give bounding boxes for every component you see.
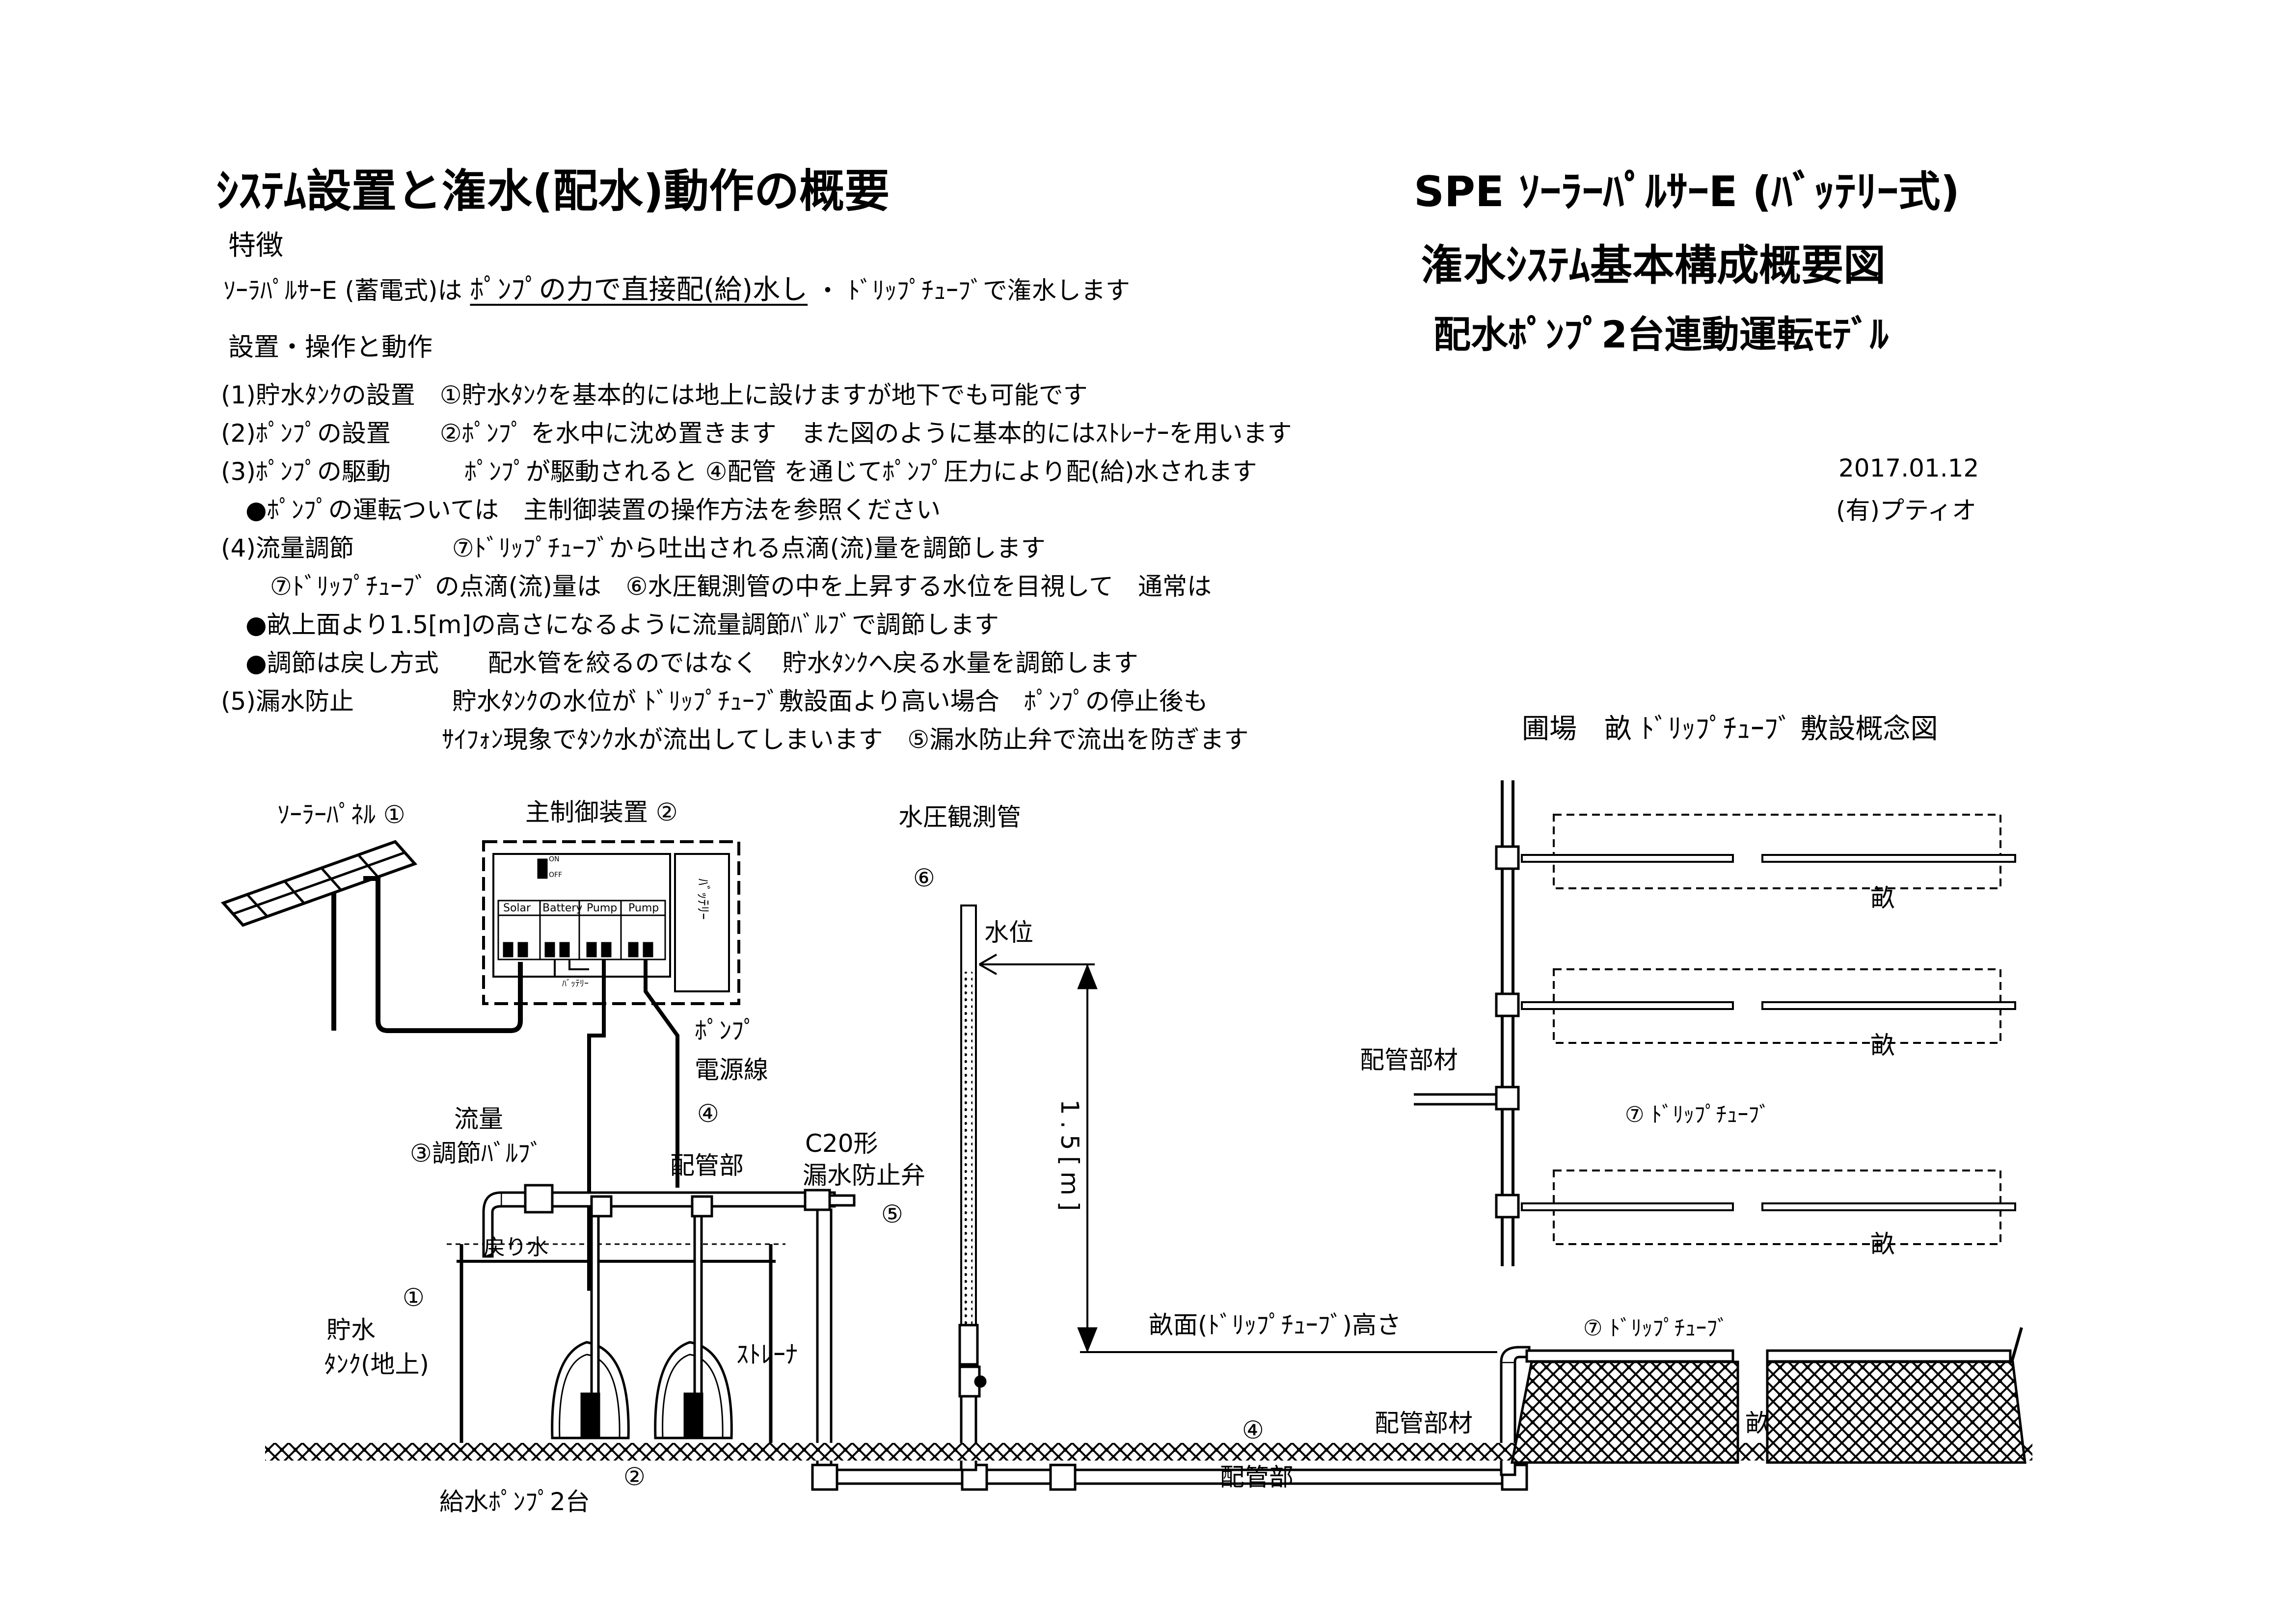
ridge-height-label: 畝面(ﾄﾞﾘｯﾌﾟﾁｭｰﾌﾞ)高さ <box>1149 1311 1402 1339</box>
pump-cable-label-2: 電源線 <box>695 1056 768 1084</box>
page-title: ｼｽﾃﾑ設置と潅水(配水)動作の概要 <box>216 165 890 217</box>
piping-bottom-number: ④ <box>1242 1416 1264 1444</box>
return-water-label: 戻り水 <box>484 1235 548 1260</box>
operation-heading: 設置・操作と動作 <box>228 333 433 362</box>
terminal-label: Pump <box>587 902 618 914</box>
field-ridge-label: 畝 <box>1870 1031 1895 1060</box>
piping-number: ④ <box>697 1099 719 1128</box>
terminal-label: Battery <box>542 902 583 914</box>
operation-line: ●調節は戻し方式 配水管を絞るのではなく 貯水ﾀﾝｸへ戻る水量を調節します <box>221 649 1138 677</box>
check-valve-label: 漏水防止弁 <box>803 1161 925 1190</box>
flow-valve-label: ③調節ﾊﾞﾙﾌﾞ <box>410 1139 542 1168</box>
battery-label: ﾊﾞｯﾃﾘｰ <box>695 878 711 920</box>
operation-line: (2)ﾎﾟﾝﾌﾟの設置 ②ﾎﾟﾝﾌﾟ を水中に沈め置きます また図のように基本的… <box>221 419 1292 448</box>
piping-material-bottom-label: 配管部材 <box>1375 1409 1473 1437</box>
switch-on: ON <box>549 855 560 863</box>
product-title: SPE ｿｰﾗｰﾊﾟﾙｻｰE (ﾊﾞｯﾃﾘｰ式) <box>1414 167 1960 216</box>
features-heading: 特徴 <box>228 230 283 262</box>
check-valve-type: C20形 <box>805 1129 878 1158</box>
water-level-label: 水位 <box>984 918 1033 947</box>
field-ridge-label: 畝 <box>1870 1230 1895 1258</box>
pressure-tube <box>958 905 1497 1471</box>
main-controller <box>482 840 740 1291</box>
operation-line: (1)貯水ﾀﾝｸの設置 ①貯水ﾀﾝｸを基本的には地上に設けますが地下でも可能です <box>221 381 1088 409</box>
field-title: 圃場 畝 ﾄﾞﾘｯﾌﾟﾁｭｰﾌﾞ 敷設概念図 <box>1522 713 1938 745</box>
terminal-battery-label: ﾊﾞｯﾃﾘｰ <box>562 979 589 989</box>
check-valve-number: ⑤ <box>881 1200 903 1228</box>
solar-panel <box>220 840 523 1033</box>
tank-label-1: 貯水 <box>326 1316 376 1344</box>
terminal-label: Solar <box>503 902 531 914</box>
strainer-label: ｽﾄﾚｰﾅ <box>736 1340 798 1369</box>
field-ridge-label: 畝 <box>1870 884 1895 912</box>
operation-line: (4)流量調節 ⑦ﾄﾞﾘｯﾌﾟﾁｭｰﾌﾞから吐出される点滴(流)量を調節します <box>221 534 1046 562</box>
height-label: 1.5[m] <box>1055 1099 1084 1217</box>
pump-with-strainer <box>551 1208 733 1439</box>
drip-tube-side-label: ⑦ ﾄﾞﾘｯﾌﾟﾁｭｰﾌﾞ <box>1583 1316 1729 1341</box>
tank-label-2: ﾀﾝｸ(地上) <box>324 1350 430 1379</box>
pump-cable-label-1: ﾎﾟﾝﾌﾟ <box>695 1016 756 1045</box>
operation-line: ●ﾎﾟﾝﾌﾟの運転ついては 主制御装置の操作方法を参照ください <box>221 496 941 524</box>
pressure-tube-number: ⑥ <box>913 864 935 892</box>
pressure-tube-label: 水圧観測管 <box>898 803 1021 831</box>
ridge-bottom-label: 畝 <box>1745 1409 1770 1437</box>
features-emphasis: ﾎﾟﾝﾌﾟの力で直接配(給)水し <box>470 274 808 306</box>
operation-line: (5)漏水防止 貯水ﾀﾝｸの水位が ﾄﾞﾘｯﾌﾟﾁｭｰﾌﾞ敷設面より高い場合 ﾎ… <box>221 687 1208 716</box>
diagram-title: 潅水ｼｽﾃﾑ基本構成概要図 <box>1421 241 1886 290</box>
model-title: 配水ﾎﾟﾝﾌﾟ2台連動運転ﾓﾃﾞﾙ <box>1433 313 1889 356</box>
solar-panel-label: ｿｰﾗｰﾊﾟﾈﾙ ① <box>277 800 405 829</box>
operation-line: ●畝上面より1.5[m]の高さになるように流量調節ﾊﾞﾙﾌﾞで調節します <box>221 611 999 639</box>
piping-label: 配管部 <box>670 1151 744 1180</box>
date: 2017.01.12 <box>1838 454 1979 482</box>
controller-label: 主制御装置 ② <box>525 798 678 826</box>
field-piping-material-label: 配管部材 <box>1360 1046 1458 1074</box>
piping-bottom-label: 配管部 <box>1220 1463 1294 1491</box>
pump-number: ② <box>623 1463 646 1491</box>
ridge-cross-section <box>1510 1327 2026 1464</box>
features-line: ｿｰﾗﾊﾟﾙｻｰE (蓄電式)は ﾎﾟﾝﾌﾟの力で直接配(給)水し ・ ﾄﾞﾘｯ… <box>223 267 1130 307</box>
pumps-label: 給水ﾎﾟﾝﾌﾟ2台 <box>439 1488 590 1516</box>
features-prefix: ｿｰﾗﾊﾟﾙｻｰE (蓄電式)は <box>223 276 462 305</box>
features-suffix: ・ ﾄﾞﾘｯﾌﾟﾁｭｰﾌﾞで潅水します <box>815 276 1130 305</box>
operation-line: ｻｲﾌｫﾝ現象でﾀﾝｸ水が流出してしまいます ⑤漏水防止弁で流出を防ぎます <box>221 725 1249 754</box>
switch-off: OFF <box>549 871 563 879</box>
water-tank <box>447 1243 785 1445</box>
company-name: (有)プティオ <box>1836 496 1977 525</box>
tank-number: ① <box>403 1283 425 1312</box>
operation-line: (3)ﾎﾟﾝﾌﾟの駆動 ﾎﾟﾝﾌﾟが駆動されると ④配管 を通じてﾎﾟﾝﾌﾟ圧力… <box>221 457 1257 486</box>
field-plan <box>1414 780 2016 1266</box>
terminal-label: Pump <box>628 902 659 914</box>
field-drip-tube-label: ⑦ ﾄﾞﾘｯﾌﾟﾁｭｰﾌﾞ <box>1625 1102 1770 1127</box>
operation-line: ⑦ﾄﾞﾘｯﾌﾟﾁｭｰﾌﾞ の点滴(流)量は ⑥水圧観測管の中を上昇する水位を目視… <box>221 572 1212 601</box>
flow-label-1: 流量 <box>454 1105 503 1133</box>
